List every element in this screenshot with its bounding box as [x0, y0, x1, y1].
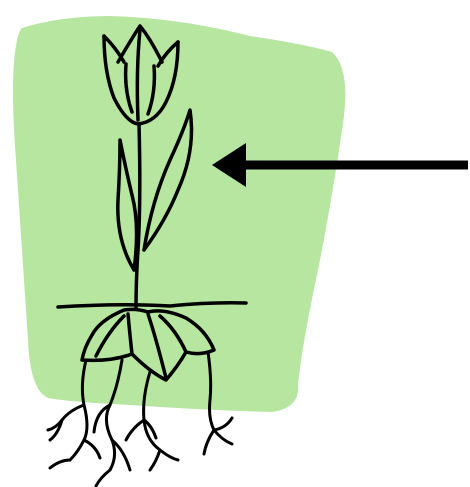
green-backdrop: [13, 16, 345, 412]
